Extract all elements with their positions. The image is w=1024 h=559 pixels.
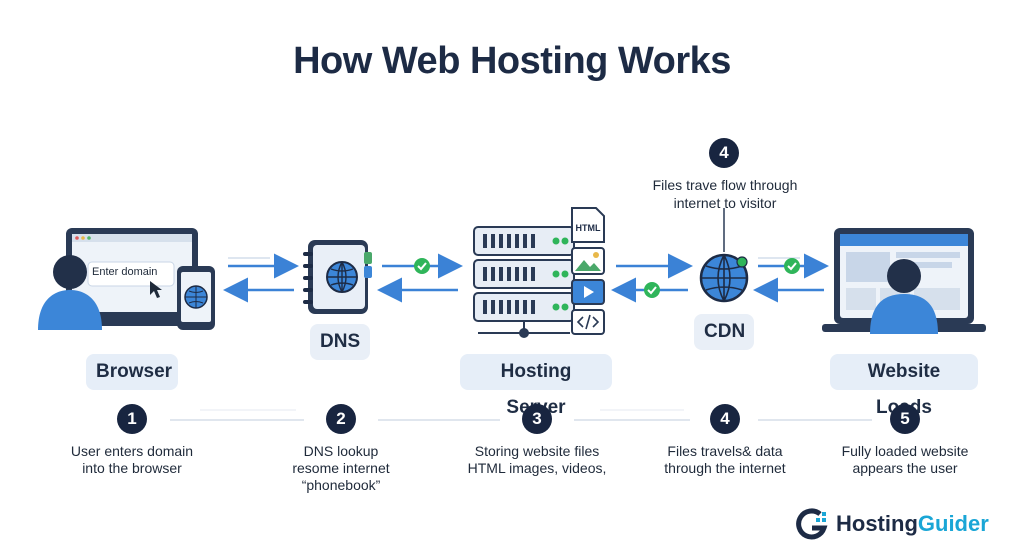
video-file-icon: [571, 279, 605, 305]
step-3-number: 3: [522, 404, 552, 434]
step-1-number: 1: [117, 404, 147, 434]
stage-label-browser: Browser: [86, 354, 178, 390]
step-3-description: Storing website files HTML images, video…: [467, 443, 607, 476]
stage-label-website-loads: Website Loads: [830, 354, 978, 418]
step-1-description: User enters domain into the browser: [70, 443, 194, 476]
cdn-note: Files trave flow through internet to vis…: [652, 177, 798, 211]
hosting-server-icon: [473, 226, 575, 338]
check-badge-icon: [644, 282, 660, 298]
cdn-step-number: 4: [709, 138, 739, 168]
brand-name-part1: Hosting: [836, 511, 918, 536]
step-5-description: Fully loaded website appears the user: [841, 443, 969, 476]
cdn-globe-icon: [699, 208, 749, 303]
html-file-icon: [571, 207, 605, 243]
website-loads-illustration: [822, 228, 986, 334]
step-2-number: 2: [326, 404, 356, 434]
page-title: How Web Hosting Works: [293, 40, 731, 82]
browser-illustration: [38, 228, 215, 330]
cursor-icon: [150, 281, 162, 298]
step-4-description: Files travels& data through the internet: [664, 443, 786, 476]
dns-book-icon: [303, 240, 372, 314]
image-file-icon: [571, 247, 605, 275]
brand-logo-icon: [796, 508, 828, 540]
check-badge-icon: [414, 258, 430, 274]
brand-logo: HostingGuider: [794, 506, 989, 542]
check-badge-icon: [784, 258, 800, 274]
stage-label-dns: DNS: [310, 324, 370, 360]
step-4-number: 4: [710, 404, 740, 434]
stage-label-cdn: CDN: [694, 314, 754, 350]
code-file-icon: [571, 309, 605, 335]
html-file-label: HTML: [576, 223, 601, 233]
step-5-number: 5: [890, 404, 920, 434]
brand-name-part2: Guider: [917, 511, 989, 536]
step-2-description: DNS lookup resome internet “phonebook”: [292, 443, 390, 493]
stage-label-hosting-server: Hosting Server: [460, 354, 612, 418]
domain-input-text: Enter domain: [92, 266, 158, 278]
